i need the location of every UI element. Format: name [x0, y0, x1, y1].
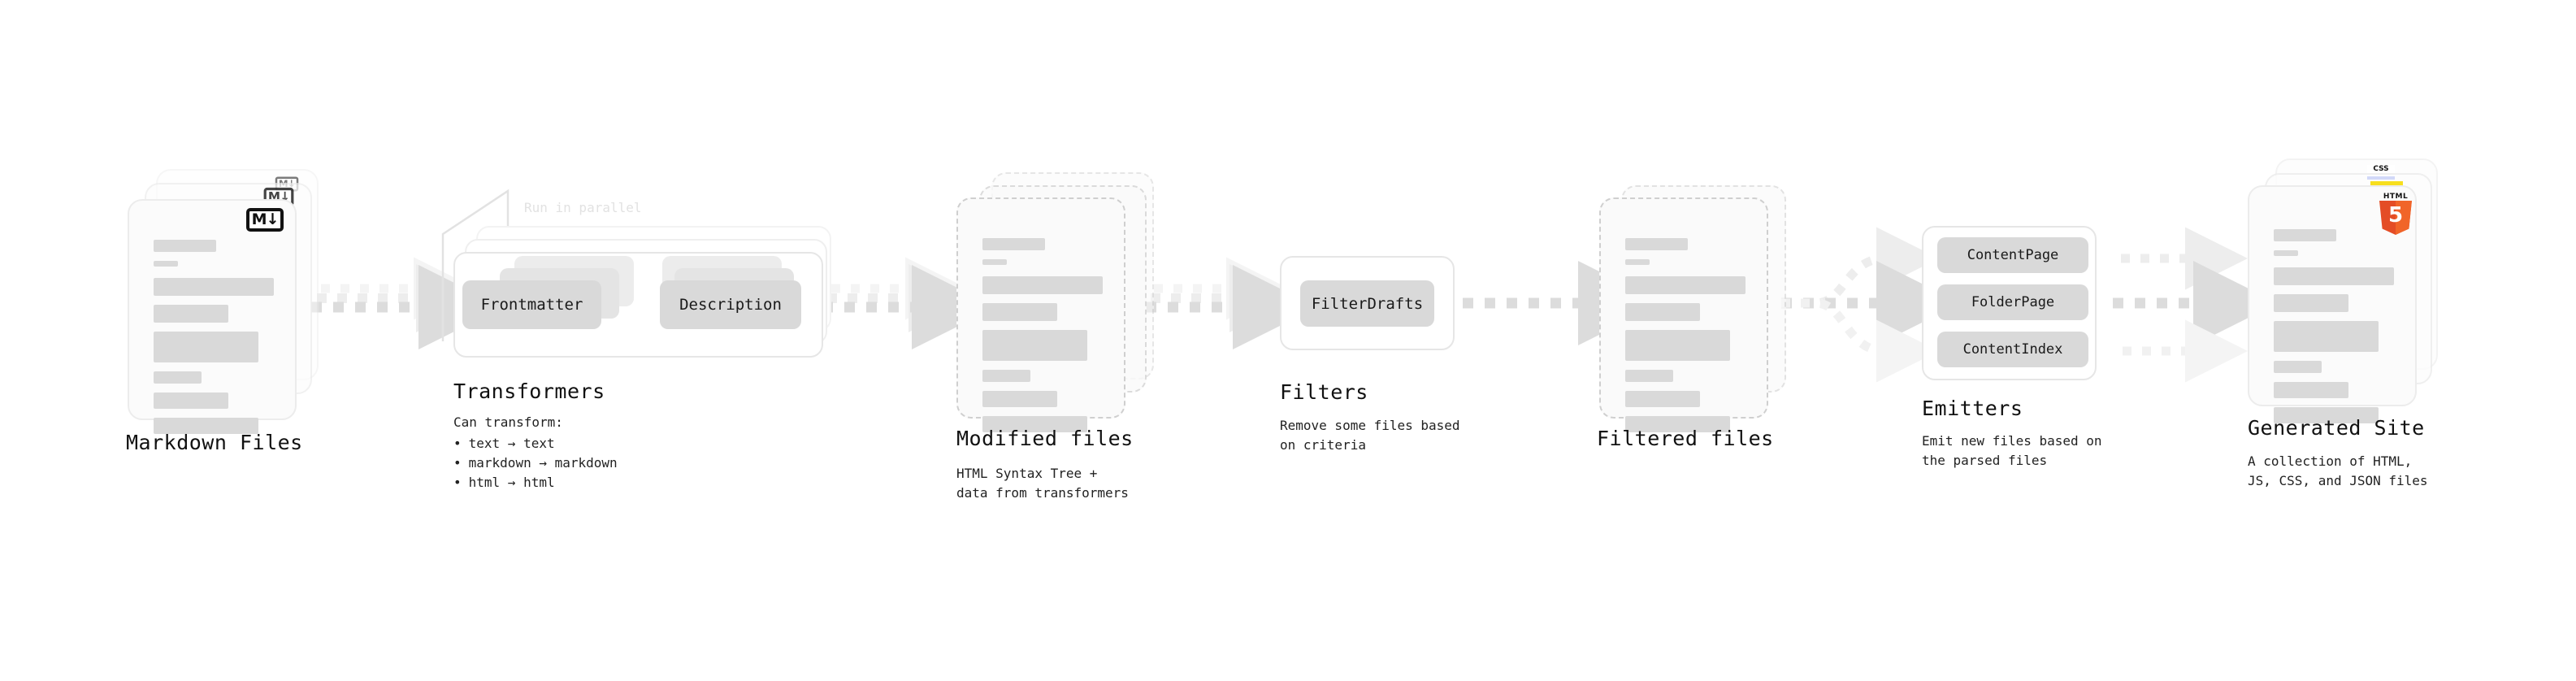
chip-filterdrafts[interactable]: FilterDrafts — [1300, 280, 1434, 327]
modified-content-bars — [982, 238, 1103, 441]
modified-card-front — [956, 197, 1125, 432]
chip-folderpage[interactable]: FolderPage — [1937, 284, 2088, 320]
markdown-files-title: Markdown Files — [126, 431, 303, 454]
markdown-logo-icon: M↓ — [246, 208, 284, 232]
filtered-content-bars — [1625, 238, 1746, 441]
html5-badge-label: HTML — [2383, 193, 2409, 201]
chip-description[interactable]: Description — [660, 280, 801, 329]
html5-numeral: 5 — [2387, 203, 2404, 228]
transformers-title: Transformers — [453, 380, 605, 403]
arrow-transformers-to-modified — [822, 257, 996, 349]
markdown-content-bars — [154, 240, 274, 443]
transformers-caption-intro: Can transform: — [453, 414, 563, 430]
arrow-filtered-to-emitters-fanout — [1781, 227, 1961, 383]
filtered-card-front — [1599, 197, 1768, 432]
filters-caption: Remove some files based on criteria — [1280, 418, 1460, 453]
transform-item-2: html → html — [453, 473, 618, 492]
emitters-caption: Emit new files based on the parsed files — [1922, 433, 2102, 468]
run-in-parallel-label: Run in parallel — [524, 200, 642, 215]
html5-badge-icon: HTML 5 — [2377, 193, 2414, 235]
modified-files-caption: HTML Syntax Tree + data from transformer… — [956, 466, 1129, 501]
markdown-card-front — [128, 199, 297, 434]
site-content-bars — [2274, 229, 2394, 432]
chip-contentpage[interactable]: ContentPage — [1937, 237, 2088, 273]
arrow-modified-to-filters — [1146, 257, 1317, 349]
chip-contentindex[interactable]: ContentIndex — [1937, 332, 2088, 367]
modified-files-title: Modified files — [956, 427, 1134, 450]
generated-site-title: Generated Site — [2248, 416, 2425, 440]
emitters-title: Emitters — [1922, 397, 2023, 420]
generated-site-caption: A collection of HTML, JS, CSS, and JSON … — [2248, 453, 2428, 488]
transform-item-1: markdown → markdown — [453, 453, 618, 473]
transform-item-0: text → text — [453, 434, 618, 453]
arrow-emitters-to-site — [2113, 227, 2278, 383]
chip-frontmatter[interactable]: Frontmatter — [462, 280, 601, 329]
filters-title: Filters — [1280, 380, 1368, 404]
arrow-markdown-to-transformers — [311, 257, 503, 349]
filtered-files-title: Filtered files — [1597, 427, 1774, 450]
transformers-caption: Can transform: text → text markdown → ma… — [453, 413, 618, 492]
html5-shield: 5 — [2379, 201, 2412, 235]
